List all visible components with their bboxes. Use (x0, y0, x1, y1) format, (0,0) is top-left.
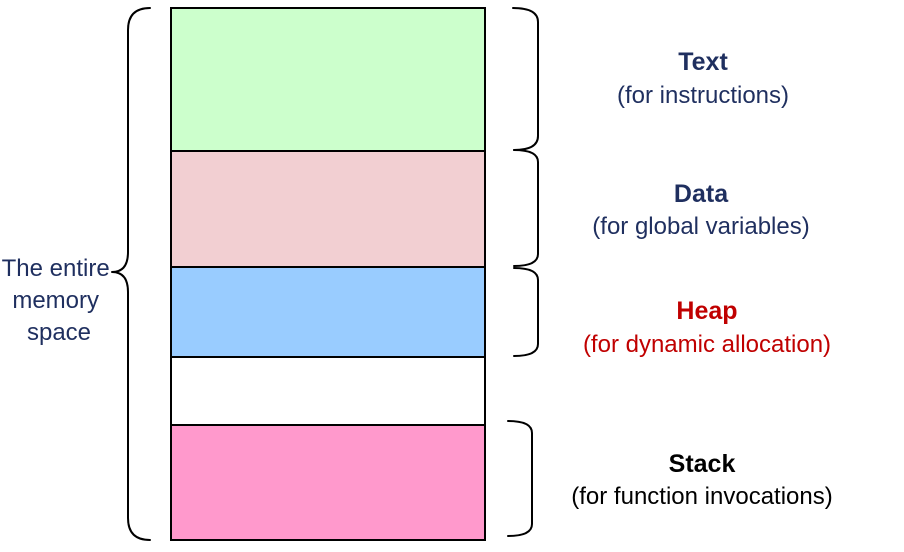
memory-space-label-line-2: memory (12, 287, 99, 314)
stack-label-subtitle: (for function invocations) (571, 483, 832, 510)
stack-brace (507, 420, 533, 537)
stack-segment (170, 424, 486, 541)
free-gap-segment (170, 356, 486, 426)
memory-space-label: The entire memory space (2, 255, 117, 346)
data-label-subtitle: (for global variables) (592, 213, 809, 240)
stack-label-title: Stack (669, 450, 736, 478)
heap-brace (513, 267, 539, 357)
text-brace (512, 7, 539, 151)
heap-label-title: Heap (676, 297, 737, 325)
text-label-title: Text (678, 48, 728, 76)
heap-label-subtitle: (for dynamic allocation) (583, 331, 831, 358)
text-segment (170, 7, 486, 152)
data-brace (513, 149, 539, 267)
data-segment (170, 150, 486, 268)
text-label-subtitle: (for instructions) (617, 82, 789, 109)
memory-space-label-line-3: space (27, 319, 91, 346)
data-label-title: Data (674, 180, 729, 208)
heap-segment (170, 266, 486, 358)
memory-space-brace (111, 7, 151, 541)
memory-space-label-line-1: The entire (2, 255, 110, 282)
